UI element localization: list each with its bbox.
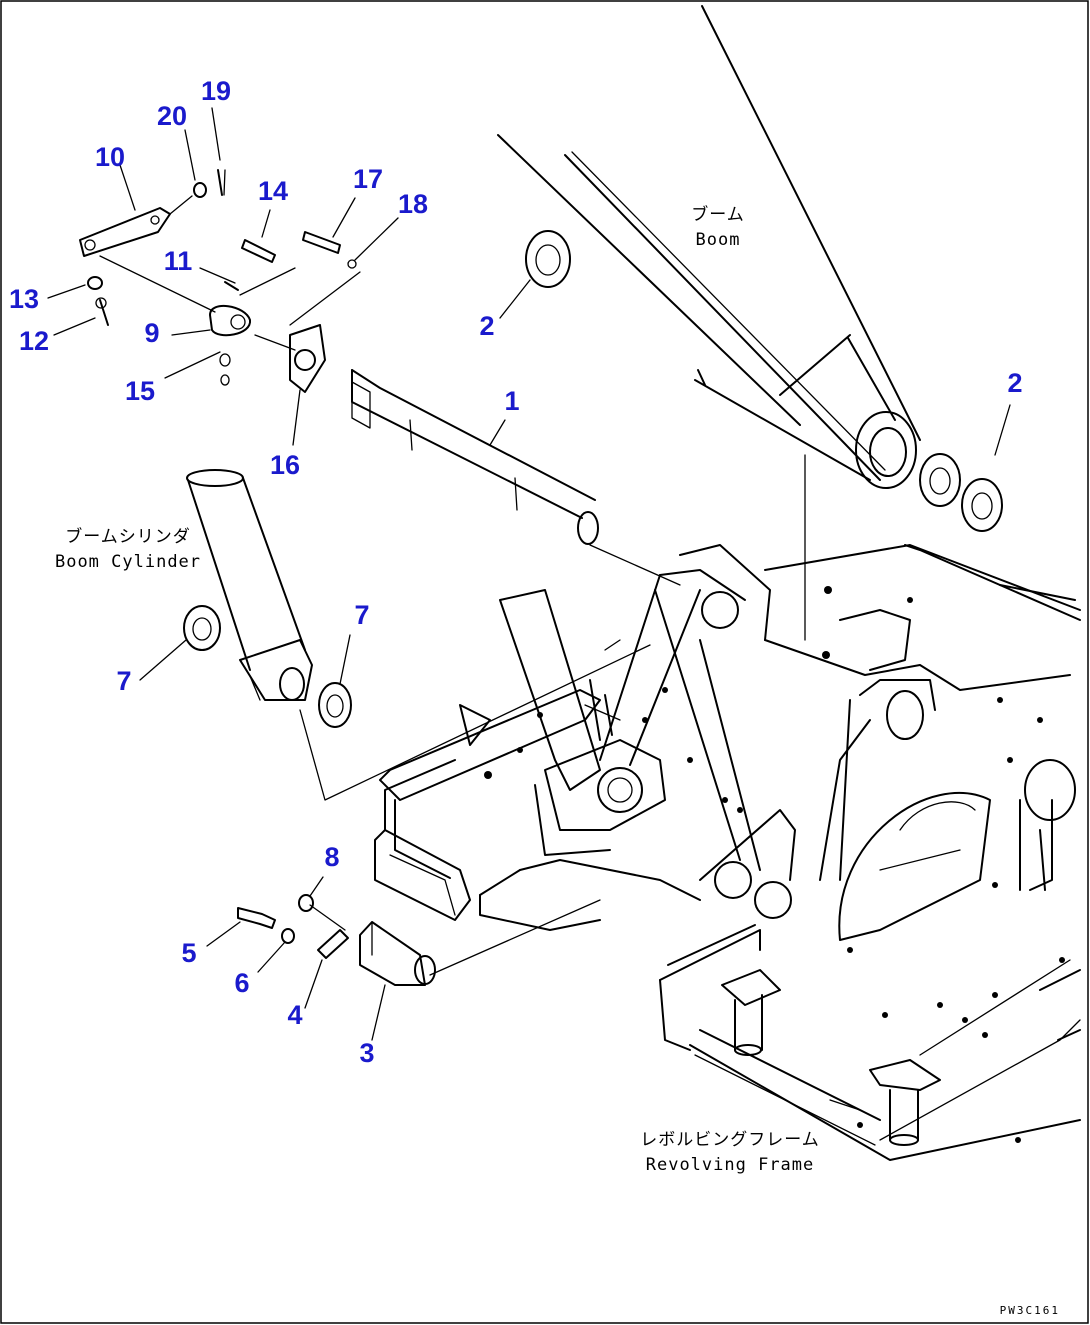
boom-label-jp: ブーム	[691, 204, 745, 225]
revolving-frame	[374, 544, 1081, 1161]
boom-cylinder	[186, 469, 313, 701]
callout-13: 13	[9, 284, 39, 314]
callout-9: 9	[144, 318, 159, 348]
callout-2-right: 2	[1007, 368, 1022, 398]
callout-11: 11	[164, 246, 193, 276]
frame-holes	[484, 586, 1065, 1143]
callout-20: 20	[157, 101, 187, 131]
washer-7-right	[318, 682, 352, 728]
callout-numbers: 1 2 2 3 4 5 6 7 7 8 9 10 11 12 13 14 15 …	[9, 76, 1023, 1068]
callout-8: 8	[324, 842, 339, 872]
callout-16: 16	[270, 450, 300, 480]
revolving-frame-label-en: Revolving Frame	[646, 1155, 815, 1175]
plate-4	[317, 929, 349, 959]
callout-3: 3	[359, 1038, 374, 1068]
callout-7-right: 7	[354, 600, 369, 630]
foot-pin-3	[359, 921, 436, 986]
drawing-code: PW3C161	[1000, 1304, 1060, 1317]
lock-plate-10	[79, 207, 171, 257]
bolt-5	[237, 907, 276, 929]
boom-pin-1	[351, 369, 599, 545]
revolving-frame-label-jp: レボルビングフレーム	[640, 1130, 820, 1150]
callout-12: 12	[19, 326, 49, 356]
boom-outline	[497, 5, 921, 489]
callout-6: 6	[234, 968, 249, 998]
callout-1: 1	[504, 386, 519, 416]
washer-6	[281, 928, 295, 944]
callout-15: 15	[125, 376, 155, 406]
washer-8	[298, 894, 314, 912]
part-labels: ブーム Boom ブームシリンダ Boom Cylinder レボルビングフレー…	[55, 204, 820, 1175]
washer-2-left	[525, 230, 571, 288]
washer-2-right	[919, 453, 1003, 532]
boom-cylinder-label-en: Boom Cylinder	[55, 552, 201, 572]
small-parts	[87, 169, 357, 393]
callout-10: 10	[95, 142, 125, 172]
callout-19: 19	[201, 76, 231, 106]
callout-4: 4	[287, 1000, 302, 1030]
callout-14: 14	[258, 176, 288, 206]
boom-cylinder-label-jp: ブームシリンダ	[65, 526, 191, 547]
leader-lines	[99, 195, 806, 976]
callout-5: 5	[181, 938, 196, 968]
callout-leaders	[47, 107, 1011, 1041]
washer-7-left	[183, 605, 221, 651]
callout-2-left: 2	[479, 311, 494, 341]
callout-17: 17	[353, 164, 383, 194]
callout-7-left: 7	[116, 666, 131, 696]
callout-18: 18	[398, 189, 428, 219]
boom-label-en: Boom	[696, 230, 741, 250]
